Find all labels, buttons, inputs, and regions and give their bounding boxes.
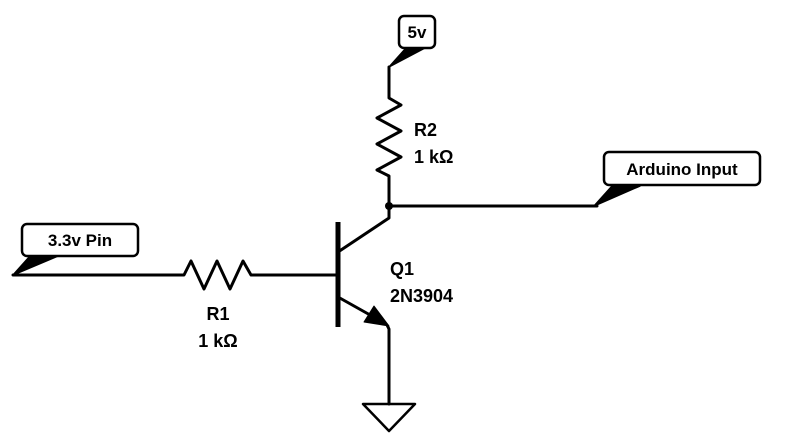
r2-value: 1 kΩ [414,147,453,167]
net-flag-5v: 5v [388,14,437,68]
q1-value: 2N3904 [390,286,453,306]
net-label-arduino-input: Arduino Input [626,160,738,179]
net-flag-arduino-input: Arduino Input [593,150,762,207]
net-flag-3v3-pin: 3.3v Pin [12,222,140,276]
transistor-q1-symbol [335,204,391,406]
net-label-3v3-pin: 3.3v Pin [48,231,112,250]
ground-icon [361,402,417,433]
resistor-r1-symbol [178,259,258,291]
resistor-r2-symbol [375,93,403,180]
r1-ref: R1 [206,304,229,324]
q1-ref: Q1 [390,259,414,279]
r2-ref: R2 [414,120,437,140]
r1-value: 1 kΩ [198,331,237,351]
net-label-5v: 5v [408,23,427,42]
